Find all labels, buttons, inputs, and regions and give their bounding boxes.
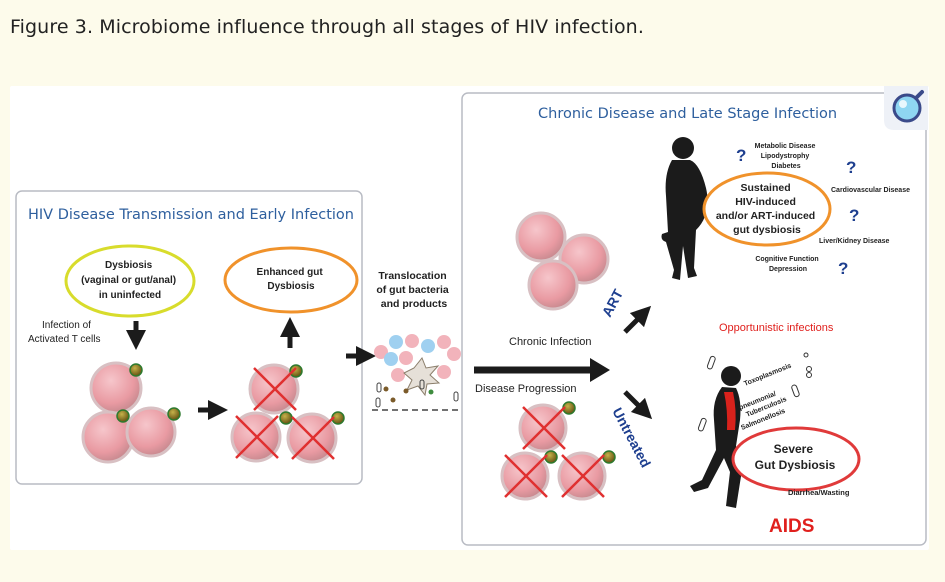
question-mark-1: ?: [736, 146, 746, 165]
dysbiosis-line-2: (vaginal or gut/anal): [81, 275, 176, 286]
infection-line-1: Infection of: [42, 320, 91, 331]
opportunistic-label: Opportunistic infections: [719, 322, 834, 334]
dying-cells-lower-group: [500, 401, 616, 501]
svg-text:Sustained HIV-induced: Sustained HIV-induced and/or ART-induced…: [716, 182, 818, 236]
right-box-title: Chronic Disease and Late Stage Infection: [538, 106, 837, 122]
left-box-title: HIV Disease Transmission and Early Infec…: [28, 207, 354, 223]
translocation-line-2: of gut bacteria: [376, 284, 449, 296]
sustained-line-2: HIV-induced: [735, 196, 796, 208]
gut-translocation-illustration: [372, 334, 466, 411]
dysbiosis-line-3: in uninfected: [99, 290, 161, 301]
cardiovascular-label: Cardiovascular Disease: [831, 187, 910, 194]
person-silhouette-standing: [661, 137, 708, 280]
metabolic-line-1: Metabolic Disease: [755, 143, 816, 150]
svg-text:Enhanced gut Dysbiosis: Enhanced gut Dysbiosis: [257, 267, 326, 292]
liver-kidney-label: Liver/Kidney Disease: [819, 238, 890, 245]
question-mark-2: ?: [846, 158, 856, 177]
translocation-line-3: and products: [381, 298, 448, 310]
figure-caption: Figure 3. Microbiome influence through a…: [10, 16, 644, 38]
enhanced-dysbiosis-ellipse: [223, 246, 359, 314]
severe-dysbiosis-ellipse: [731, 426, 861, 492]
sustained-line-1: Sustained: [740, 182, 790, 194]
left-box: HIV Disease Transmission and Early Infec…: [15, 190, 363, 485]
severe-line-1: Severe: [774, 442, 814, 456]
metabolic-line-3: Diabetes: [771, 163, 800, 170]
dysbiosis-ellipse: [64, 244, 196, 318]
svg-text:Translocation of gut bacte: Translocation of gut bacteria and produc…: [376, 270, 451, 310]
diarrhea-label: Diarrhea/Wasting: [788, 488, 850, 497]
translocation-line-1: Translocation: [378, 270, 446, 282]
healthy-cells-group: [515, 211, 610, 311]
infection-line-2: Activated T cells: [28, 334, 100, 345]
microbe-icons: [697, 352, 812, 432]
severe-line-2: Gut Dysbiosis: [755, 458, 836, 472]
svg-text:Infection of Activated T: Infection of Activated T cells: [28, 320, 100, 345]
enhanced-line-2: Dysbiosis: [267, 281, 315, 292]
figure-diagram: HIV Disease Transmission and Early Infec…: [15, 92, 927, 546]
chronic-infection-label: Chronic Infection: [509, 336, 592, 348]
svg-text:Dysbiosis (vaginal or gu: Dysbiosis (vaginal or gut/anal) in uninf…: [81, 260, 179, 301]
svg-text:Metabolic Disease Lipody: Metabolic Disease Lipodystrophy Diabetes: [755, 143, 818, 170]
dying-cells-group: [230, 363, 345, 464]
question-mark-3: ?: [849, 206, 859, 225]
cognitive-line-1: Cognitive Function: [755, 256, 818, 263]
disease-progression-label: Disease Progression: [475, 383, 577, 395]
metabolic-line-2: Lipodystrophy: [761, 153, 810, 160]
question-mark-4: ?: [838, 259, 848, 278]
sustained-dysbiosis-ellipse: [702, 171, 832, 247]
right-box: Chronic Disease and Late Stage Infection…: [461, 92, 927, 546]
art-arrow: [623, 305, 652, 334]
sustained-line-4: gut dysbiosis: [733, 224, 801, 236]
figure-panel: HIV Disease Transmission and Early Infec…: [10, 86, 929, 550]
dysbiosis-line-1: Dysbiosis: [105, 260, 153, 271]
aids-label: AIDS: [769, 516, 814, 537]
enhanced-line-1: Enhanced gut: [257, 267, 324, 278]
infected-cells-group: [81, 361, 181, 464]
magnifier-icon[interactable]: [884, 86, 928, 130]
untreated-arrow: [623, 390, 653, 420]
sustained-line-3: and/or ART-induced: [716, 210, 815, 222]
person-silhouette-walking: [690, 366, 742, 508]
svg-text:Severe Gut Dysbiosis: Severe Gut Dysbiosis: [755, 442, 836, 472]
cognitive-line-2: Depression: [769, 266, 807, 273]
svg-text:Cognitive Function Depre: Cognitive Function Depression: [755, 256, 820, 273]
